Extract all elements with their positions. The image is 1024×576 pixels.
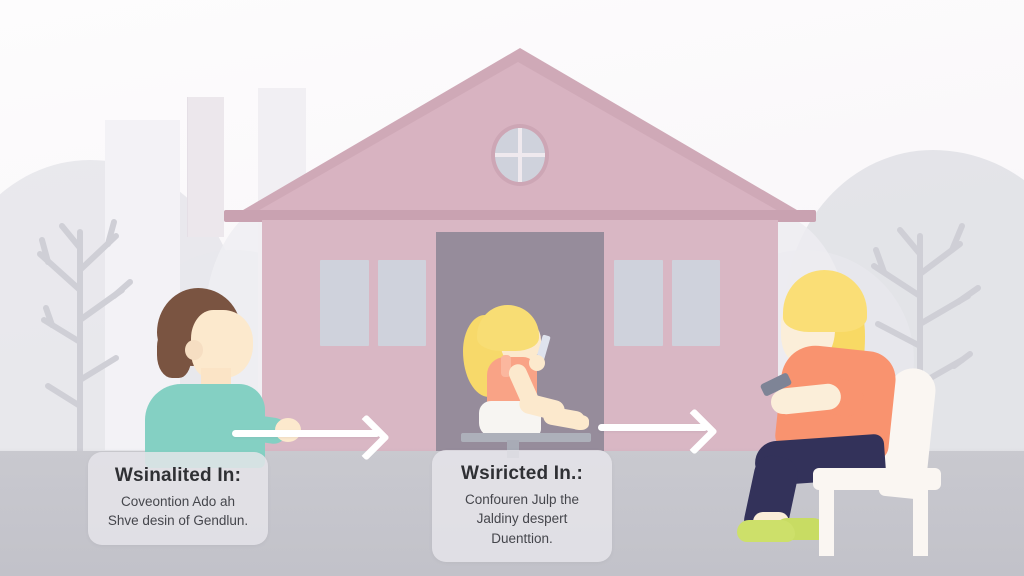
girl-strap: [501, 355, 511, 377]
caption-text-2: Confouren Julp the Jaldiny despert Duent…: [464, 491, 580, 546]
caption-card-1: Wsinalited In: Coveontion Ado ah Shve de…: [88, 452, 268, 545]
window-pane: [614, 260, 663, 346]
step-platform: [461, 433, 591, 442]
caption-title-1: Wsinalited In:: [114, 465, 242, 486]
window-pane: [377, 260, 426, 346]
girl-foot: [569, 415, 589, 430]
round-attic-window-icon: [491, 124, 549, 186]
boy-ear: [185, 340, 203, 360]
roof-eave: [224, 210, 816, 222]
girl-hand: [529, 355, 545, 371]
figure-woman: [735, 270, 965, 556]
window-pair-left: [320, 260, 426, 346]
chair-leg: [819, 484, 834, 556]
girl-hair-top: [477, 305, 539, 351]
chimney: [187, 97, 224, 237]
tree-left: [37, 219, 133, 460]
chair-leg: [913, 484, 928, 556]
window-pane: [320, 260, 369, 346]
woman-hand: [771, 390, 795, 414]
arrow-right-icon-2: [598, 424, 708, 431]
arrow-right-icon-1: [232, 430, 380, 437]
chair-seat: [813, 468, 941, 490]
caption-title-2: Wsiricted In.:: [460, 463, 584, 484]
woman-hair-top: [783, 270, 867, 332]
window-pair-right: [614, 260, 720, 346]
woman-shoe-front: [737, 520, 795, 542]
caption-card-2: Wsiricted In.: Confouren Julp the Jaldin…: [432, 450, 612, 563]
caption-text-1: Coveontion Ado ah Shve desin of Gendlun.: [107, 493, 249, 529]
figure-girl: [455, 305, 591, 458]
window-pane: [671, 260, 720, 346]
